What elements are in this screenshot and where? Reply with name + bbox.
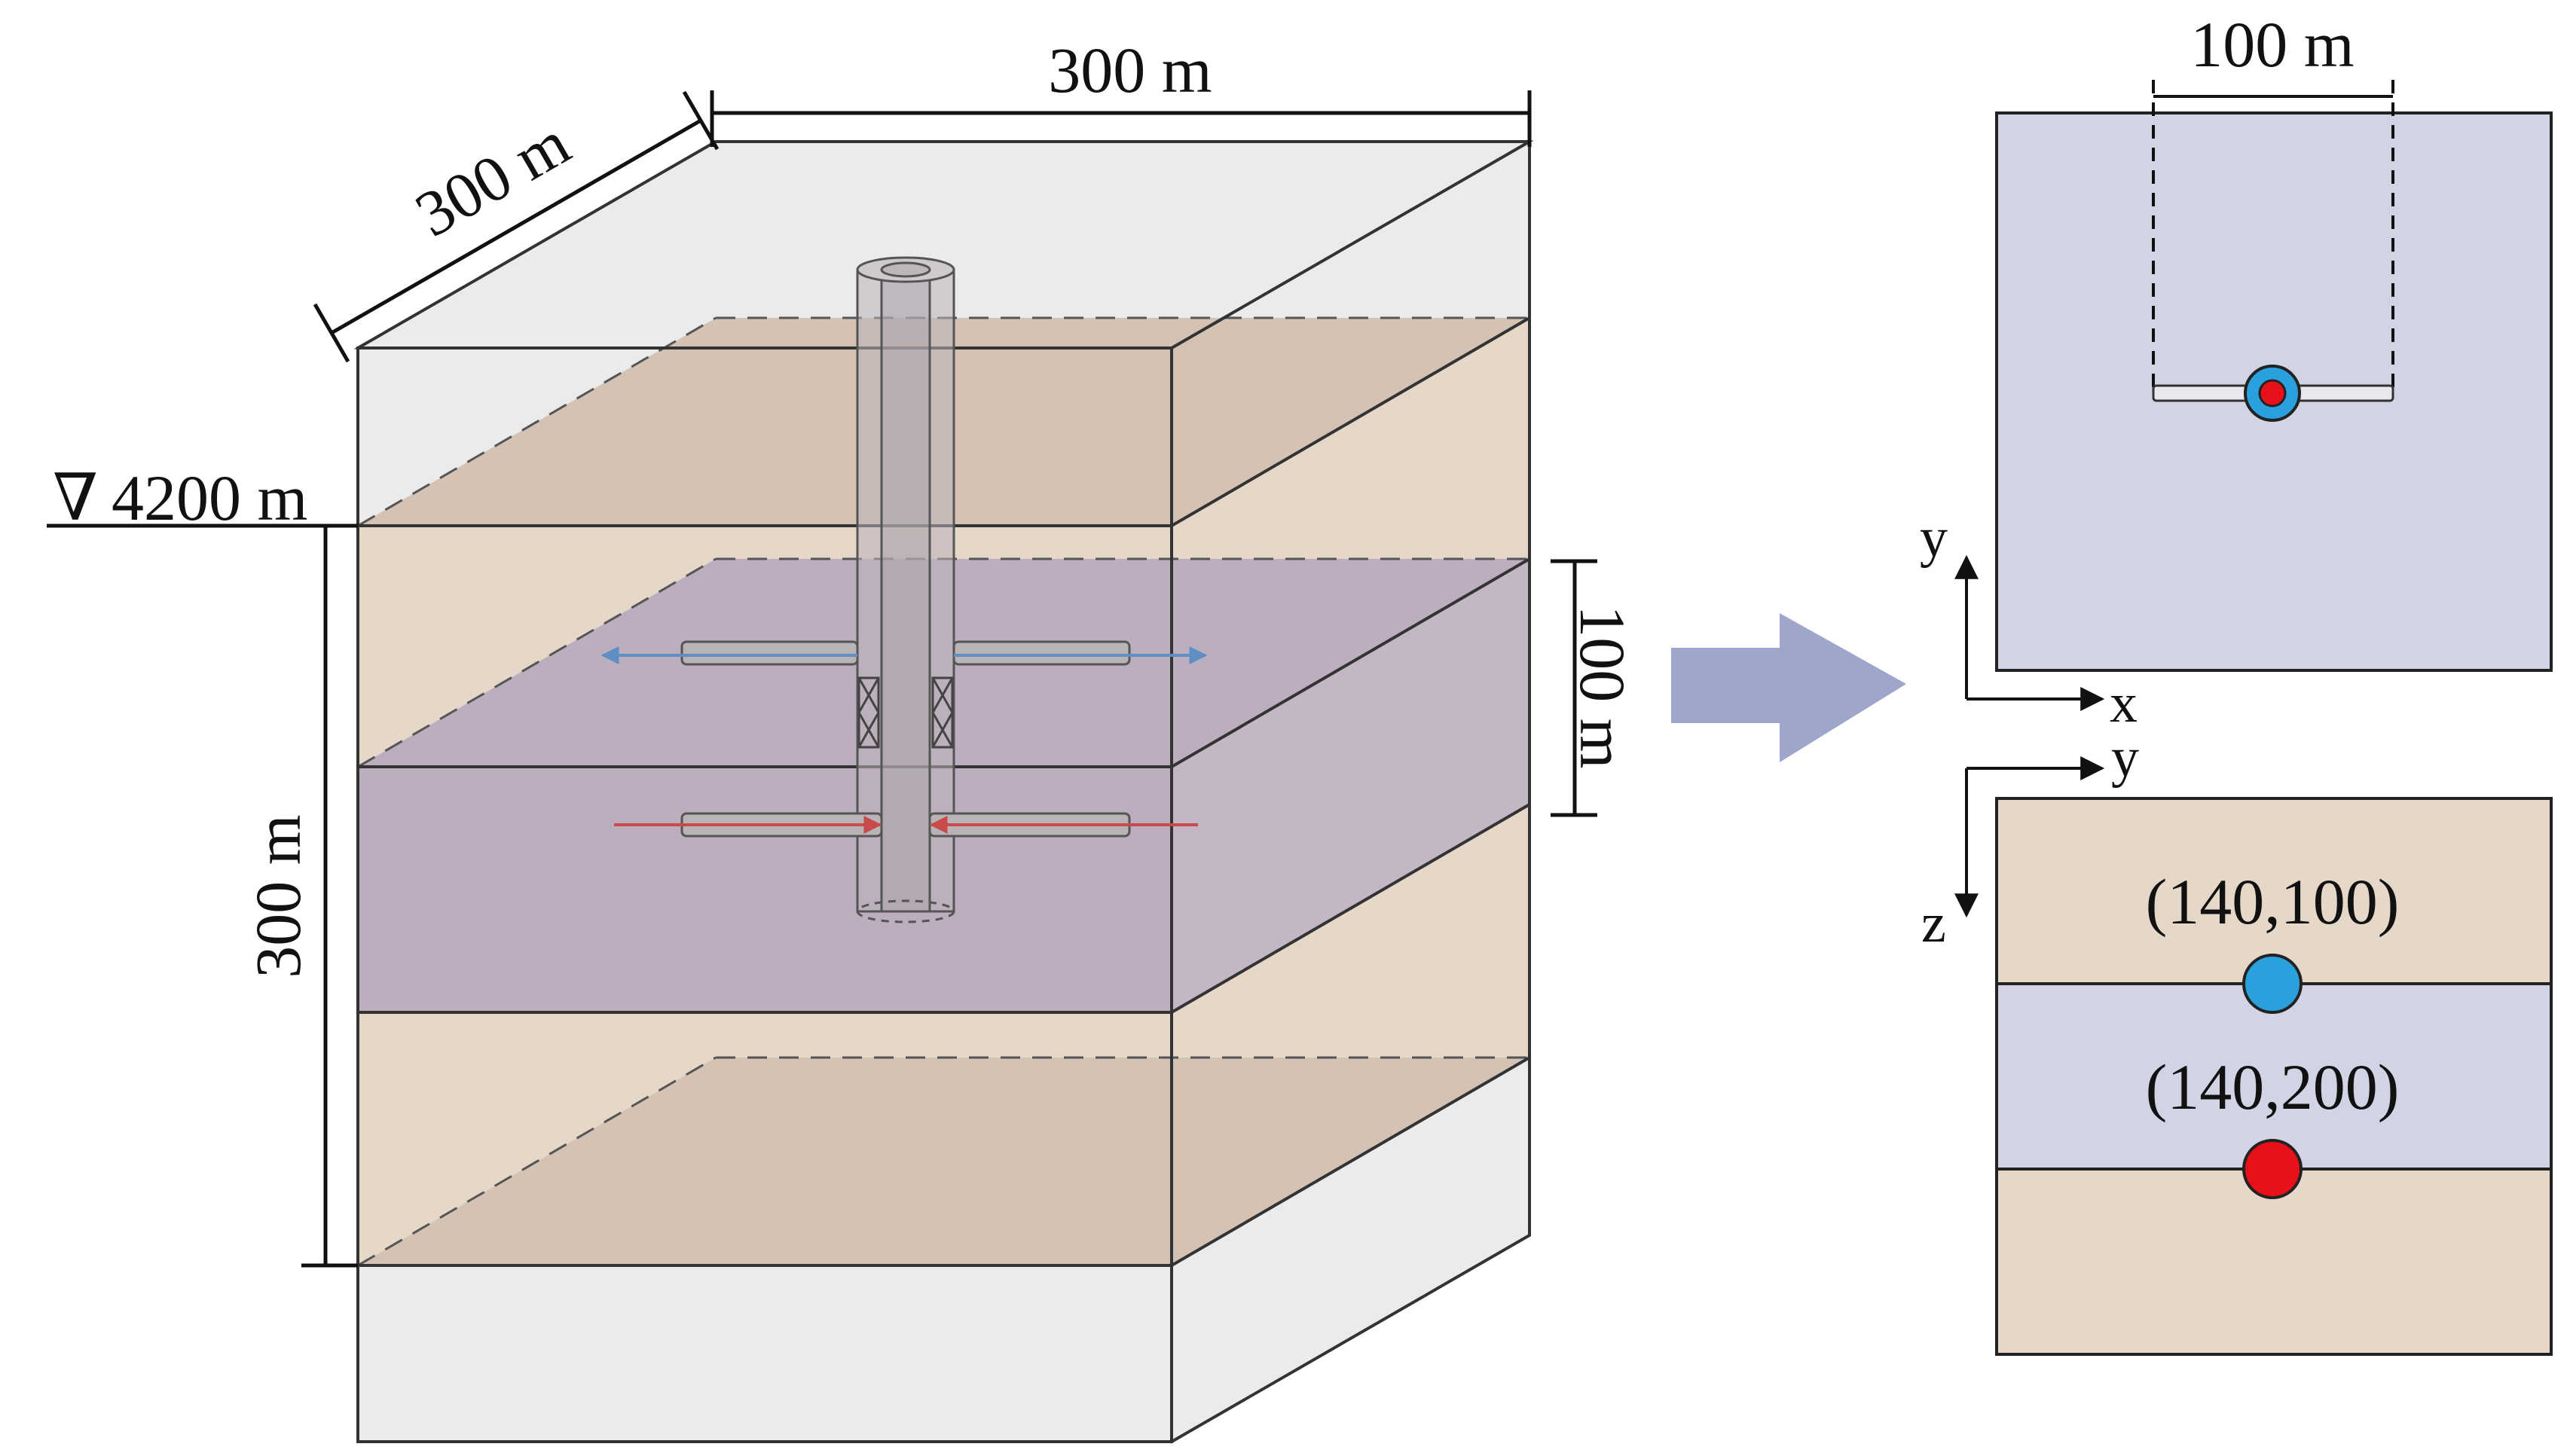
wellbore-outer: [856, 268, 955, 913]
packer-left: [857, 676, 880, 749]
dim-reservoir-thickness: [1551, 559, 1597, 817]
layer-edges: [356, 140, 1531, 1443]
packer-right: [931, 676, 954, 749]
section-point-lower: [2242, 1139, 2303, 1199]
label-height-left: 300 m: [242, 814, 314, 978]
label-elevation: 4200 m: [112, 462, 307, 534]
top-view-dashed-bounds: [2152, 80, 2394, 392]
top-view-axis-x-label: x: [2110, 673, 2138, 734]
section-axis-y-label: y: [2111, 727, 2139, 789]
top-view-panel: 100 m y x: [1920, 8, 2553, 734]
wellbore-top-inner: [880, 261, 931, 278]
top-view-spacing-label: 100 m: [2190, 8, 2354, 81]
dashed-back-edges: [357, 316, 1529, 1267]
big-right-arrow-icon: [1671, 613, 1906, 762]
section-point-upper: [2242, 954, 2303, 1014]
top-view-axis-y-label: y: [1920, 507, 1948, 569]
label-reservoir-thickness: 100 m: [1566, 605, 1639, 768]
label-depth-side: 300 m: [403, 106, 581, 251]
reservoir-right: [1172, 559, 1529, 1012]
bottom-grey-front: [358, 1265, 1172, 1442]
lateral-upper-left: [680, 640, 859, 666]
lower-tan-plane: [358, 1058, 1529, 1265]
top-view-well-inner: [2258, 379, 2287, 407]
wellbore-bottom: [856, 899, 955, 923]
reservoir-front: [358, 767, 1172, 1012]
dim-side-depth: [313, 90, 720, 363]
dim-left-height: [301, 526, 358, 1268]
section-view-panel: (140,100) (140,200) y z: [1921, 727, 2553, 1356]
section-axis-z-label: z: [1921, 893, 1946, 954]
section-point-upper-label: (140,100): [2146, 865, 2400, 938]
section-tan-bottom: [1997, 1169, 2551, 1354]
block-3d: 300 m 300 m 300 m 100 m ∇ 4200 m: [47, 34, 1639, 1444]
lateral-upper-right: [952, 640, 1131, 666]
section-lavender-middle: [1997, 984, 2551, 1169]
triangle-down-icon: ∇: [53, 462, 98, 534]
section-tan-top: [1997, 798, 2551, 984]
wellbore-inner: [880, 268, 931, 913]
section-point-lower-label: (140,200): [2146, 1051, 2400, 1123]
label-width-top: 300 m: [1048, 34, 1212, 106]
